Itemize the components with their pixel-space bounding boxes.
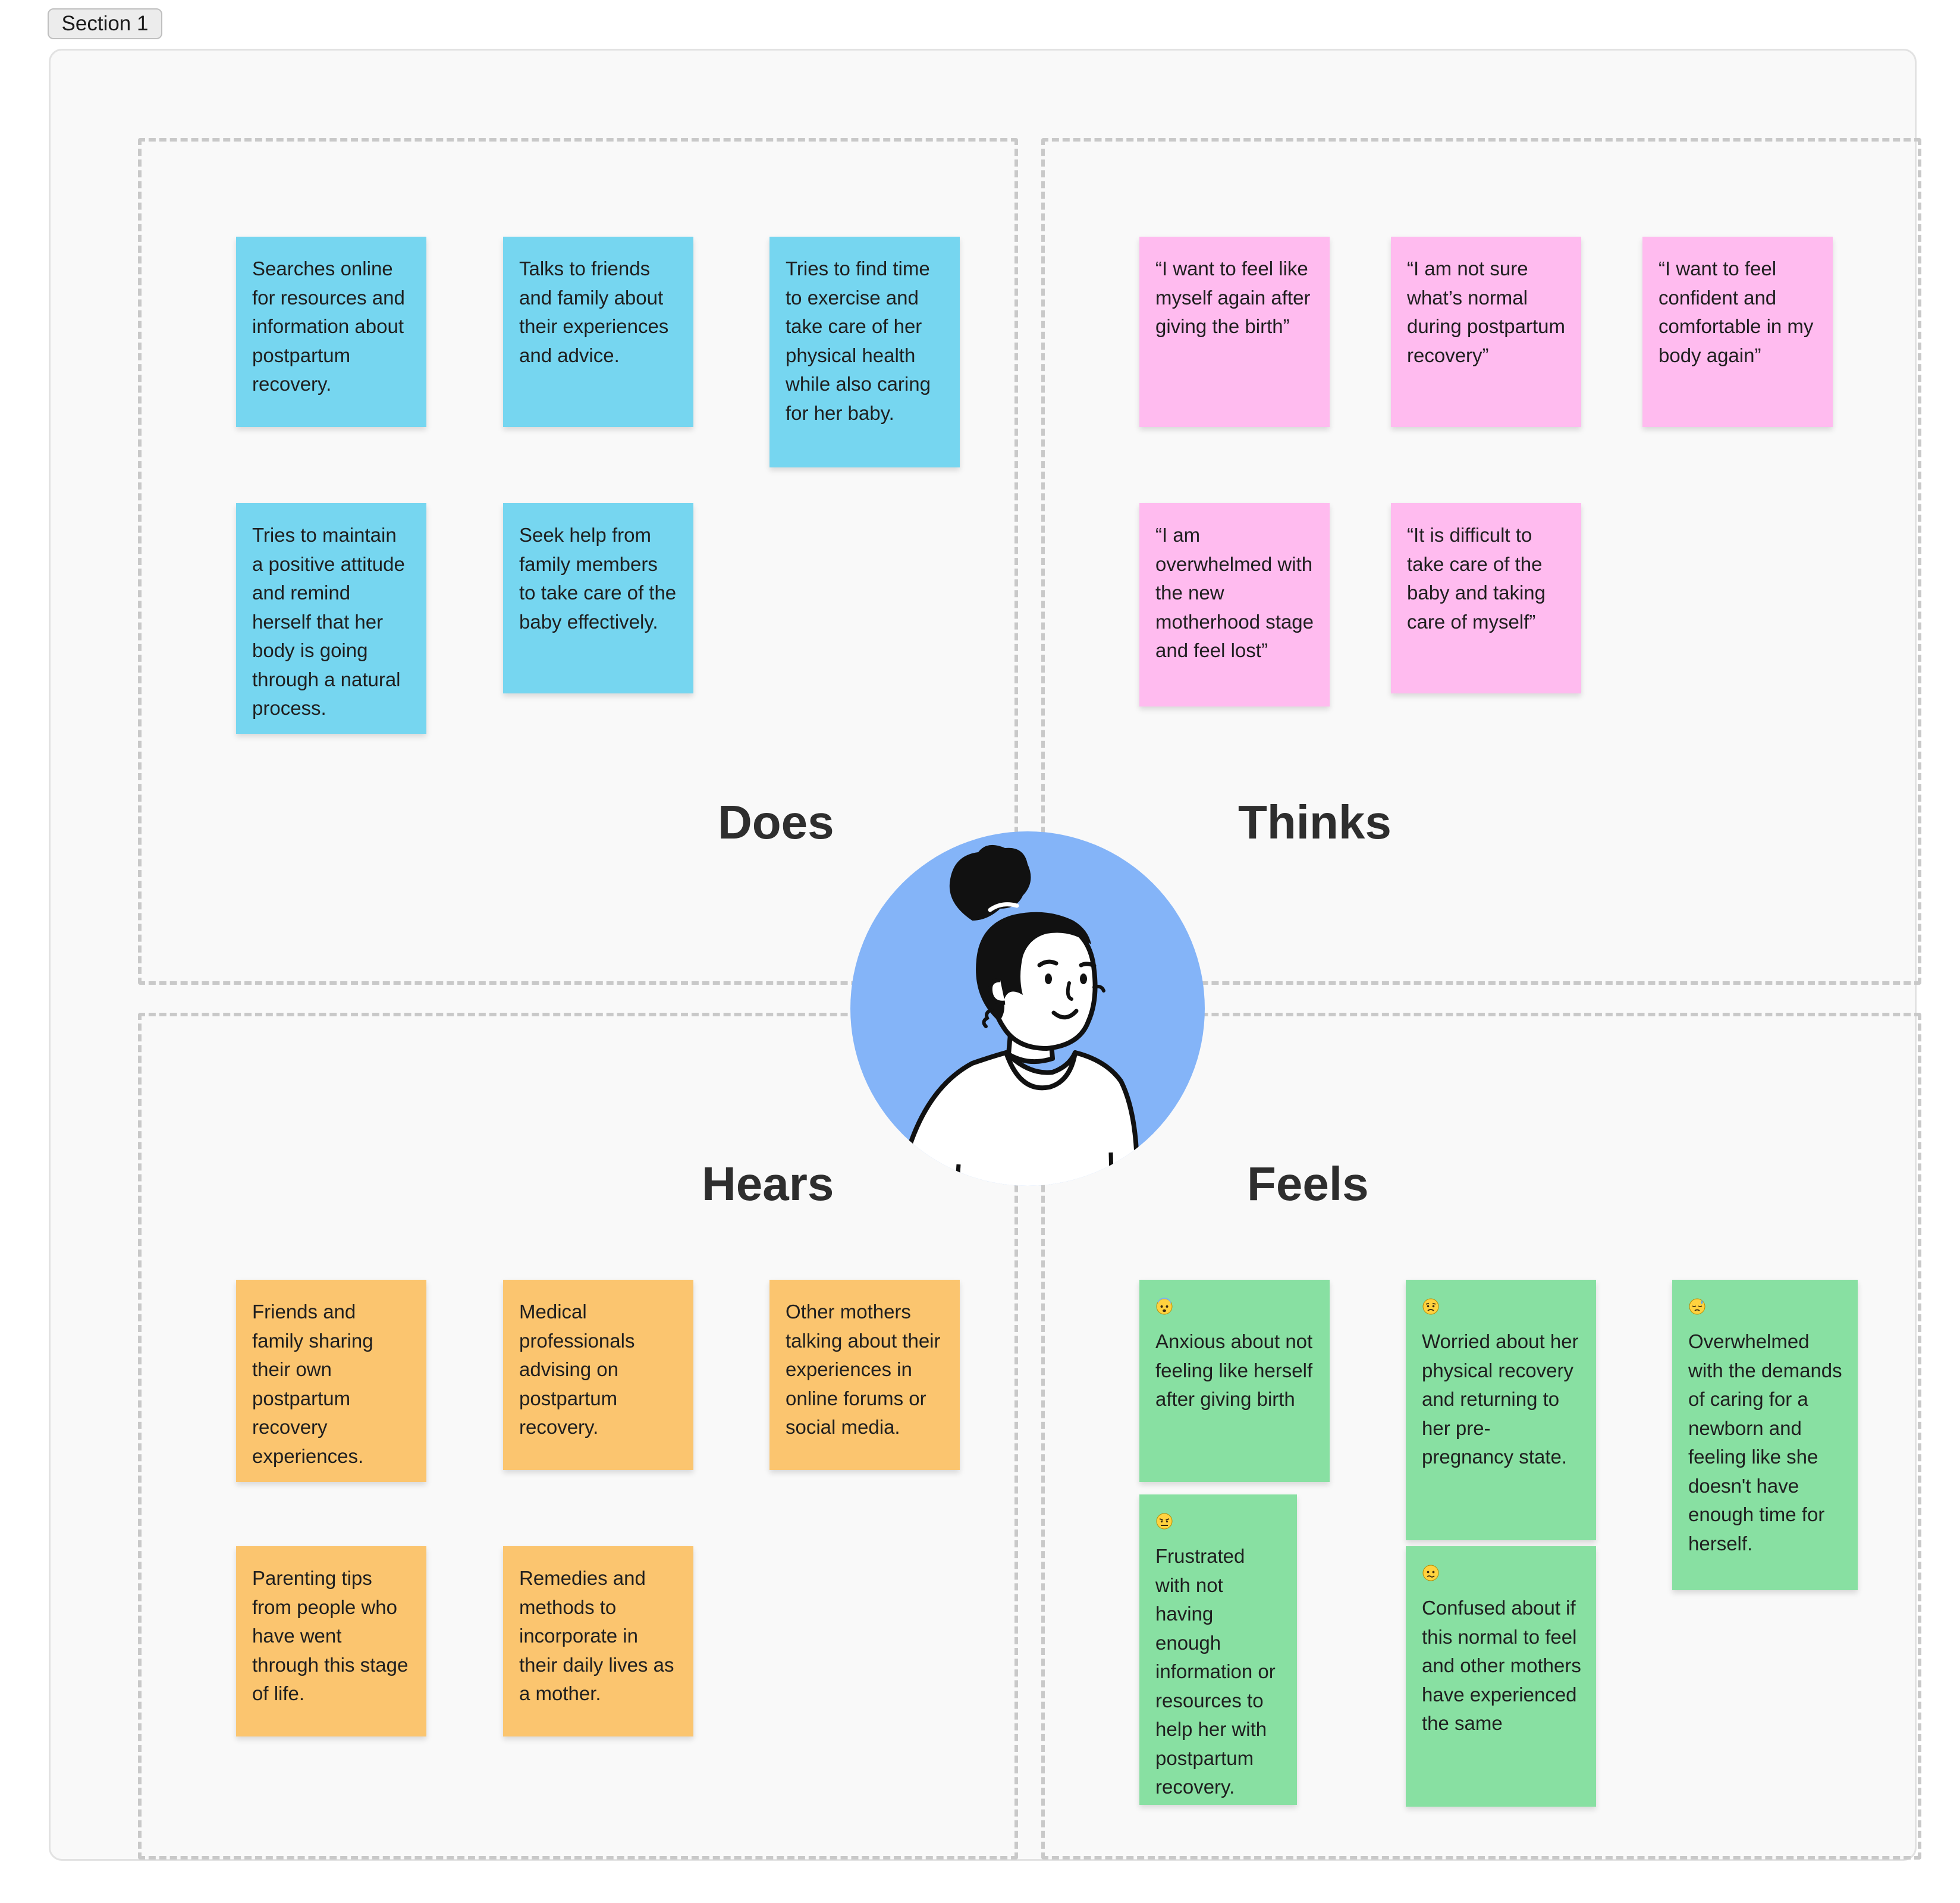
thinks-note[interactable]: “It is difficult to take care of the bab… (1391, 503, 1581, 693)
note-text: Tries to maintain a positive attitude an… (252, 524, 405, 719)
note-text: Remedies and methods to incorporate in t… (519, 1567, 674, 1704)
note-text: Friends and family sharing their own pos… (252, 1301, 373, 1467)
feels-title: Feels (1247, 1160, 1369, 1208)
confused-face-icon (1422, 1564, 1440, 1582)
does-note[interactable]: Searches online for resources and inform… (236, 237, 426, 427)
feels-note[interactable]: Worried about her physical recovery and … (1406, 1280, 1596, 1540)
does-note[interactable]: Tries to maintain a positive attitude an… (236, 503, 426, 734)
note-text: Talks to friends and family about their … (519, 257, 668, 366)
persona-avatar[interactable] (850, 831, 1205, 1186)
hears-quadrant: Friends and family sharing their own pos… (138, 1013, 1018, 1860)
note-text: Medical professionals advising on postpa… (519, 1301, 635, 1438)
empathy-map-section: Searches online for resources and inform… (49, 49, 1917, 1861)
sad-sweat-face-icon (1688, 1298, 1706, 1315)
anxious-face-icon (1155, 1298, 1173, 1315)
note-text: Other mothers talking about their experi… (786, 1301, 941, 1438)
note-text: “It is difficult to take care of the bab… (1407, 524, 1546, 633)
does-note[interactable]: Talks to friends and family about their … (503, 237, 693, 427)
thinks-note[interactable]: “I am overwhelmed with the new motherhoo… (1139, 503, 1330, 706)
note-text: Confused about if this normal to feel an… (1422, 1597, 1581, 1734)
feels-note[interactable]: Anxious about not feeling like herself a… (1139, 1280, 1330, 1482)
section-label[interactable]: Section 1 (48, 8, 162, 39)
note-text: Worried about her physical recovery and … (1422, 1330, 1579, 1468)
hears-note[interactable]: Remedies and methods to incorporate in t… (503, 1546, 693, 1736)
note-text: Tries to find time to exercise and take … (786, 257, 931, 424)
note-text: Parenting tips from people who have went… (252, 1567, 408, 1704)
hears-note[interactable]: Other mothers talking about their experi… (769, 1280, 960, 1470)
note-text: Seek help from family members to take ca… (519, 524, 676, 633)
note-text: “I want to feel confident and comfortabl… (1659, 257, 1813, 366)
hears-note[interactable]: Parenting tips from people who have went… (236, 1546, 426, 1736)
note-text: “I am overwhelmed with the new motherhoo… (1155, 524, 1314, 661)
note-text: Frustrated with not having enough inform… (1155, 1545, 1276, 1798)
feels-note[interactable]: Overwhelmed with the demands of caring f… (1672, 1280, 1858, 1590)
does-quadrant: Searches online for resources and inform… (138, 138, 1018, 985)
woman-avatar-icon (850, 831, 1205, 1186)
hears-title: Hears (702, 1160, 834, 1208)
does-note[interactable]: Seek help from family members to take ca… (503, 503, 693, 693)
note-text: “I want to feel like myself again after … (1155, 257, 1310, 337)
note-text: Overwhelmed with the demands of caring f… (1688, 1330, 1842, 1555)
note-text: Anxious about not feeling like herself a… (1155, 1330, 1312, 1410)
does-note[interactable]: Tries to find time to exercise and take … (769, 237, 960, 467)
thinks-quadrant: “I want to feel like myself again after … (1041, 138, 1921, 985)
feels-note[interactable]: Confused about if this normal to feel an… (1406, 1546, 1596, 1807)
does-title: Does (718, 799, 834, 846)
thinks-note[interactable]: “I am not sure what’s normal during post… (1391, 237, 1581, 427)
thinks-title: Thinks (1238, 799, 1392, 846)
note-text: “I am not sure what’s normal during post… (1407, 257, 1565, 366)
feels-quadrant: Anxious about not feeling like herself a… (1041, 1013, 1921, 1860)
hears-note[interactable]: Friends and family sharing their own pos… (236, 1280, 426, 1482)
frustrated-face-icon (1155, 1512, 1173, 1530)
hears-note[interactable]: Medical professionals advising on postpa… (503, 1280, 693, 1470)
feels-note[interactable]: Frustrated with not having enough inform… (1139, 1494, 1297, 1805)
thinks-note[interactable]: “I want to feel like myself again after … (1139, 237, 1330, 427)
note-text: Searches online for resources and inform… (252, 257, 405, 395)
worried-face-icon (1422, 1298, 1440, 1315)
thinks-note[interactable]: “I want to feel confident and comfortabl… (1642, 237, 1833, 427)
